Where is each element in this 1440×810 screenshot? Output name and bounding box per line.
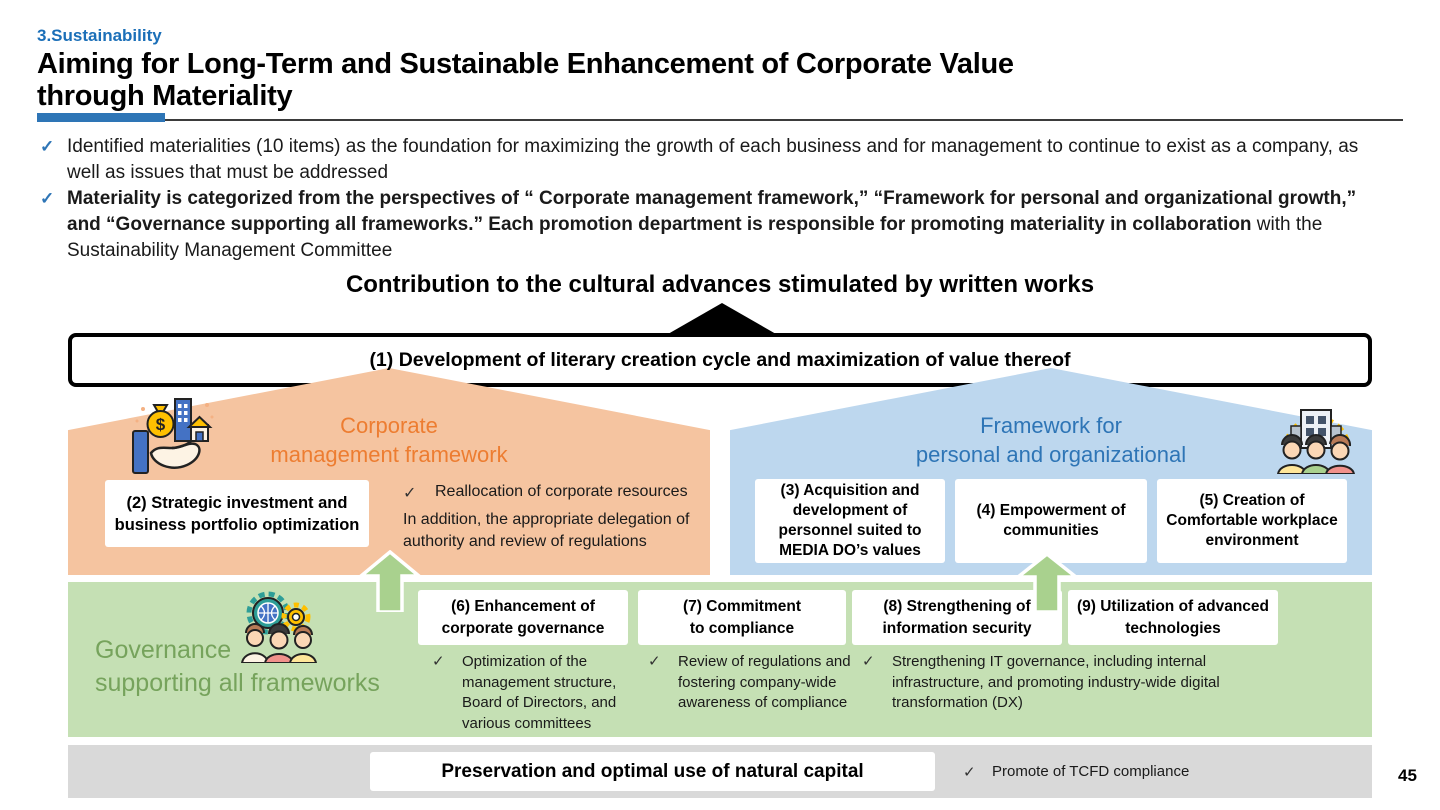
natural-capital-box: Preservation and optimal use of natural …	[370, 752, 935, 791]
hand-money-buildings-icon: $	[132, 398, 214, 474]
natural-capital-note: ✓ Promote of TCFD compliance	[963, 763, 1189, 781]
page-title-line1: Aiming for Long-Term and Sustainable Enh…	[37, 48, 1014, 80]
corporate-note: In addition, the appropriate delegation …	[403, 511, 690, 550]
svg-text:$: $	[156, 415, 166, 434]
materiality-box-6: (6) Enhancement of corporate governance	[418, 590, 628, 645]
governance-title: Governance supporting all frameworks	[95, 634, 380, 700]
arrow-up-icon	[1016, 552, 1078, 612]
materiality-box-1: (1) Development of literary creation cyc…	[369, 348, 1071, 371]
materiality-box-7: (7) Commitment to compliance	[638, 590, 846, 645]
check-icon: ✓	[432, 653, 445, 670]
page-title-line2: through Materiality	[37, 80, 293, 112]
materiality-box-1-frame	[68, 333, 1372, 387]
check-icon: ✓	[862, 653, 875, 670]
bullet-text: Materiality is categorized from the pers…	[67, 186, 1376, 264]
corporate-title-line2: management framework	[270, 442, 508, 467]
personal-title-line1: Framework for	[980, 413, 1122, 438]
governance-title-line2: supporting all frameworks	[95, 669, 380, 697]
apex-triangle-icon	[668, 303, 776, 334]
materiality-box-2: (2) Strategic investment and business po…	[105, 480, 369, 547]
materiality-box-4: (4) Empowerment of communities	[955, 479, 1147, 563]
governance-note-6-text: Optimization of the management structure…	[462, 653, 617, 732]
people-globe-gear-icon	[240, 591, 318, 663]
corporate-title-line1: Corporate	[340, 413, 438, 438]
page-number: 45	[1398, 766, 1417, 785]
title-accent-bar	[37, 113, 165, 122]
check-icon: ✓	[403, 485, 417, 502]
section-label: 3.Sustainability	[37, 26, 162, 45]
check-icon: ✓	[40, 137, 55, 156]
materiality-box-3: (3) Acquisition and development of perso…	[755, 479, 945, 563]
check-icon: ✓	[40, 189, 55, 208]
personal-title-line2: personal and organizational	[915, 442, 1187, 467]
intro-bullets: ✓ Identified materialities (10 items) as…	[40, 134, 1376, 264]
title-rule	[37, 119, 1403, 121]
bullet-text: Identified materialities (10 items) as t…	[67, 136, 1359, 183]
box7-line2: to compliance	[689, 619, 795, 637]
check-icon: ✓	[963, 764, 976, 781]
check-icon: ✓	[648, 653, 661, 670]
governance-note-8-text: Strengthening IT governance, including i…	[892, 653, 1220, 711]
diagram-heading: Contribution to the cultural advances st…	[345, 271, 1095, 298]
bullet-text-bold: Materiality is categorized from the pers…	[67, 188, 1357, 235]
governance-note-7: ✓ Review of regulations and fostering co…	[648, 652, 866, 714]
governance-title-line1: Governance	[95, 636, 232, 664]
corporate-check-item: ✓ Reallocation of corporate resources	[403, 483, 705, 503]
governance-note-8: ✓ Strengthening IT governance, including…	[862, 652, 1262, 714]
corporate-check-text: Reallocation of corporate resources	[435, 483, 688, 500]
personal-organizational-title: Framework for personal and organizationa…	[730, 411, 1372, 469]
corporate-notes: ✓ Reallocation of corporate resources In…	[403, 483, 705, 553]
box7-line1: (7) Commitment	[683, 597, 801, 615]
materiality-box-9: (9) Utilization of advanced technologies	[1068, 590, 1278, 645]
materiality-box-8: (8) Strengthening of information securit…	[852, 590, 1062, 645]
page-title: Aiming for Long-Term and Sustainable Enh…	[37, 48, 1367, 112]
bullet-item: ✓ Materiality is categorized from the pe…	[40, 186, 1376, 264]
bullet-text-regular: with the Sustainability Management Commi…	[67, 214, 1323, 261]
arrow-up-icon	[359, 550, 421, 612]
people-building-gear-icon	[1276, 409, 1356, 474]
governance-note-7-text: Review of regulations and fostering comp…	[678, 653, 851, 711]
governance-note-6: ✓ Optimization of the management structu…	[432, 652, 637, 734]
bullet-item: ✓ Identified materialities (10 items) as…	[40, 134, 1376, 186]
materiality-box-5: (5) Creation of Comfortable workplace en…	[1157, 479, 1347, 563]
corporate-management-title: Corporate management framework	[68, 411, 710, 469]
natural-capital-note-text: Promote of TCFD compliance	[992, 763, 1190, 780]
